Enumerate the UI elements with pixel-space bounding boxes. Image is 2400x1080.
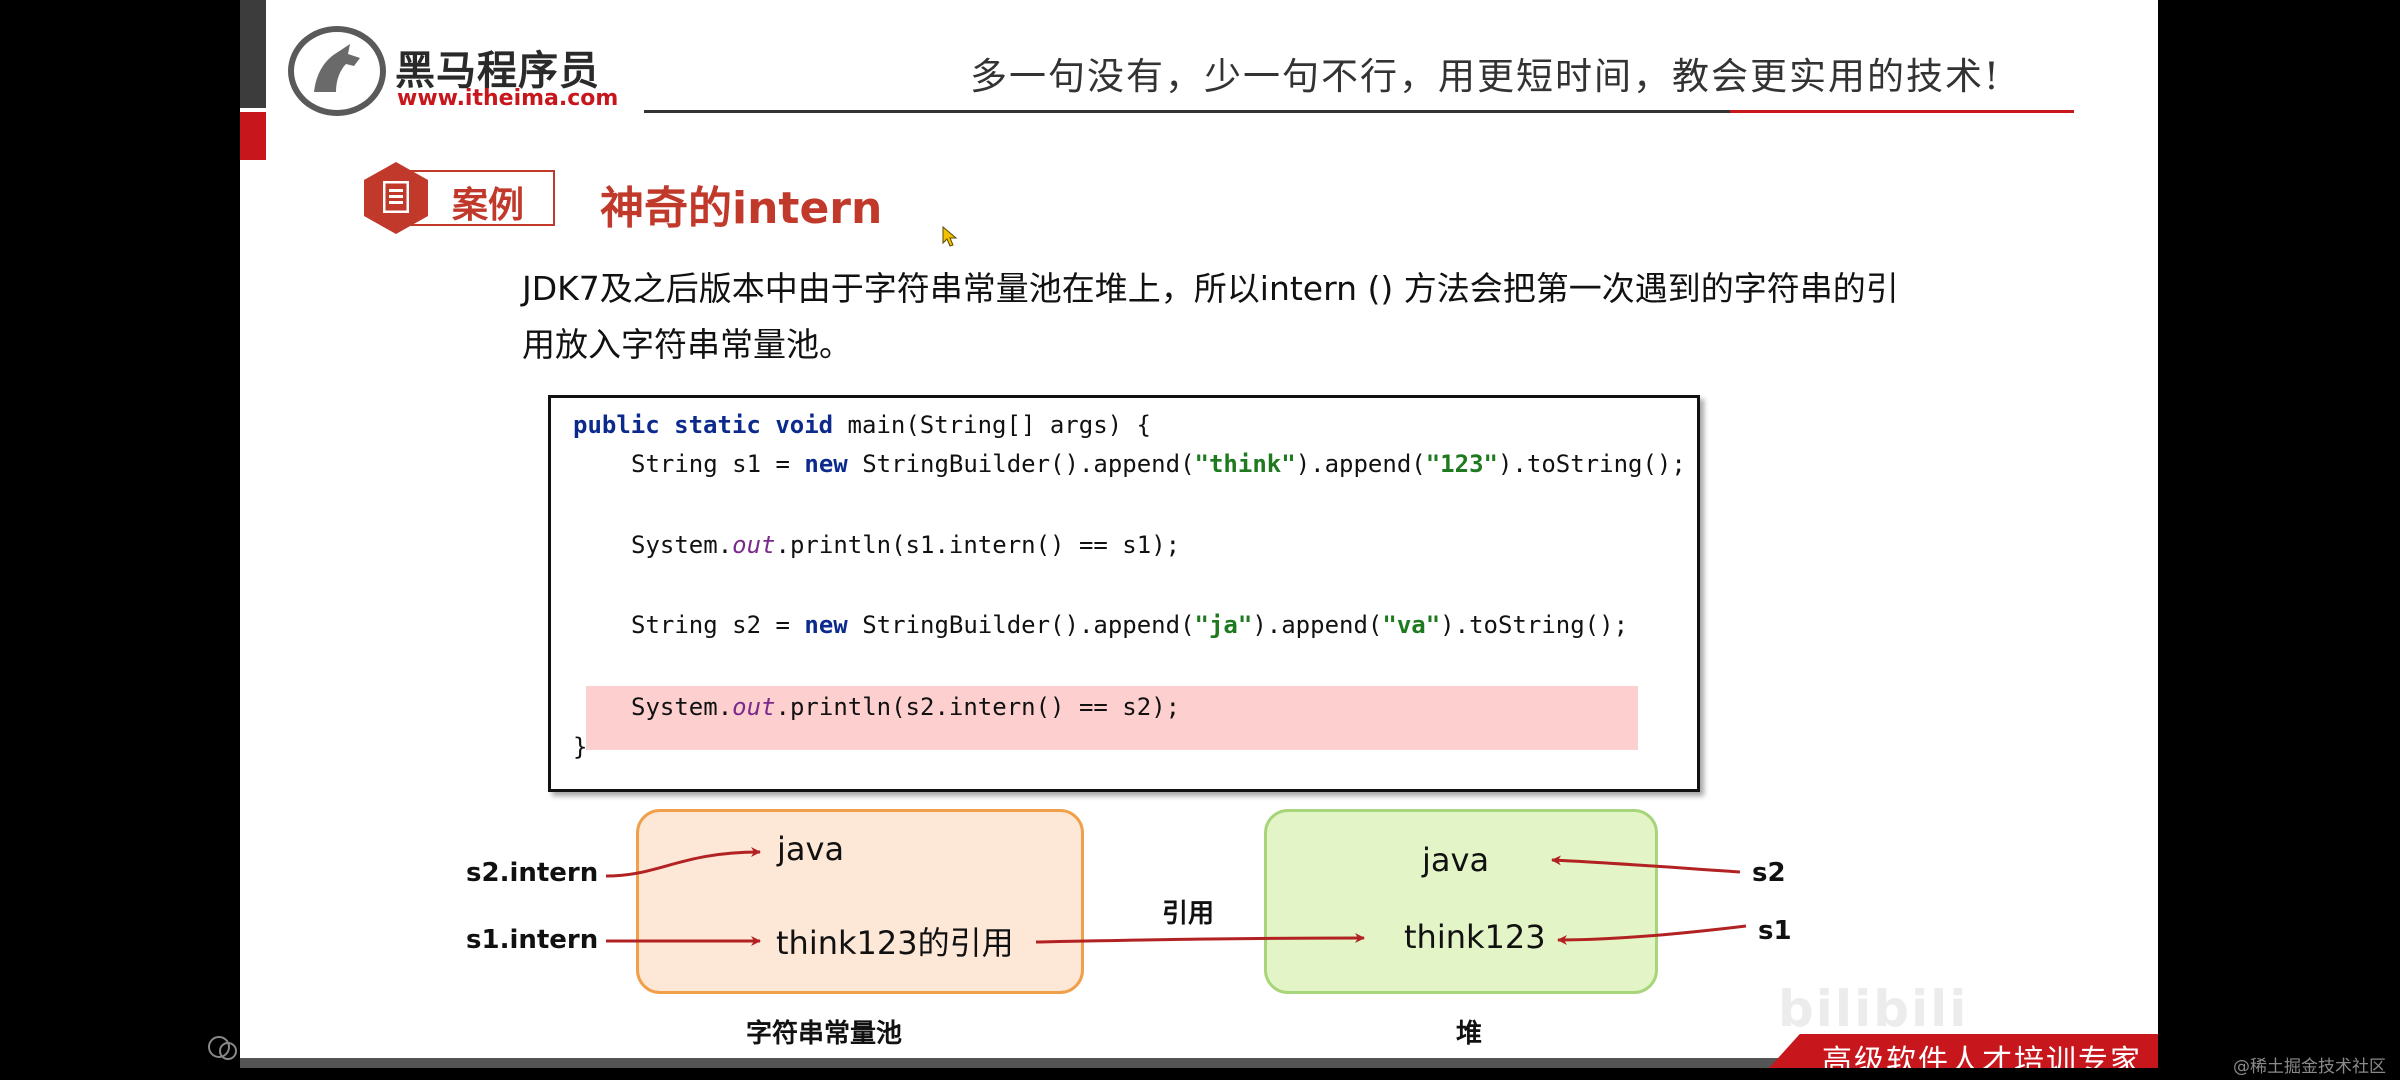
code-keyword: new	[804, 611, 848, 639]
code-keyword: static	[674, 411, 761, 439]
code-field: out	[732, 693, 776, 721]
footer-red-band	[1760, 1034, 2158, 1068]
code-line-4: String s2 = new StringBuilder().append("…	[631, 611, 1628, 639]
code-text: main(String[] args) {	[833, 411, 1151, 439]
case-title: 神奇的intern	[600, 183, 883, 234]
left-accent-red	[240, 112, 266, 160]
heap-box	[1264, 809, 1658, 994]
string-pool-label: 字符串常量池	[746, 1019, 903, 1049]
header-divider-accent	[1730, 110, 2074, 113]
bilibili-watermark: bilibili	[1778, 980, 1969, 1038]
case-label-box	[410, 170, 555, 226]
code-text: StringBuilder().append(	[847, 450, 1195, 478]
s2-label: s2	[1752, 858, 1786, 888]
code-string: "va"	[1382, 611, 1441, 639]
description-line-1: JDK7及之后版本中由于字符串常量池在堆上，所以intern () 方法会把第一…	[522, 269, 1899, 308]
code-keyword: new	[804, 450, 848, 478]
logo-circle	[288, 26, 386, 116]
document-icon	[383, 181, 409, 213]
description-line-2: 用放入字符串常量池。	[522, 325, 852, 364]
code-text: .println(s2.intern() == s2);	[775, 693, 1181, 721]
arrow-s1-to-think	[1557, 924, 1747, 945]
pool-java-text: java	[777, 830, 845, 868]
code-string: "123"	[1425, 450, 1498, 478]
code-text: String s1 =	[631, 450, 805, 478]
heap-label: 堆	[1456, 1019, 1483, 1049]
code-text: StringBuilder().append(	[847, 611, 1195, 639]
arrow-s2intern-to-java	[605, 847, 761, 878]
s2-intern-label: s2.intern	[466, 858, 599, 888]
slide: 黑马程序员 www.itheima.com 多一句没有，少一句不行，用更短时间，…	[240, 0, 2158, 1068]
s1-label: s1	[1758, 916, 1792, 946]
footer-slogan: 高级软件人才培训专家	[1822, 1044, 2142, 1068]
code-field: out	[732, 531, 776, 559]
pool-think-ref-text: think123的引用	[776, 924, 1014, 962]
code-keyword: public	[573, 411, 660, 439]
code-line-5: System.out.println(s2.intern() == s2);	[631, 693, 1180, 721]
comment-icon[interactable]	[206, 1034, 240, 1064]
mouse-cursor-icon	[942, 226, 958, 247]
code-text: ).toString();	[1440, 611, 1629, 639]
arrow-ref-to-heap	[1035, 933, 1365, 944]
code-text: System.	[631, 693, 733, 721]
code-string: "think"	[1194, 450, 1296, 478]
code-text: ).append(	[1295, 450, 1426, 478]
code-highlight	[586, 686, 1638, 750]
footer-bar	[240, 1058, 2158, 1068]
code-keyword: void	[775, 411, 834, 439]
left-accent-bar	[240, 0, 266, 108]
header-divider	[644, 110, 2074, 113]
code-line-3: System.out.println(s1.intern() == s1);	[631, 531, 1180, 559]
code-string: "ja"	[1194, 611, 1253, 639]
code-text: ).append(	[1252, 611, 1383, 639]
code-text: String s2 =	[631, 611, 805, 639]
string-pool-box	[636, 809, 1084, 994]
logo-name: 黑马程序员	[395, 48, 600, 94]
source-credit: @稀土掘金技术社区	[2233, 1057, 2386, 1077]
case-label: 案例	[452, 185, 525, 226]
heap-think-text: think123	[1404, 918, 1546, 956]
diagram-arrows	[605, 847, 1747, 946]
reference-label: 引用	[1162, 899, 1215, 929]
code-line-1: public static void main(String[] args) {	[573, 411, 1151, 439]
code-line-2: String s1 = new StringBuilder().append("…	[631, 450, 1686, 478]
code-text: System.	[631, 531, 733, 559]
header-slogan: 多一句没有，少一句不行，用更短时间，教会更实用的技术!	[970, 55, 2001, 98]
arrow-s2-to-java	[1551, 855, 1741, 874]
horse-logo-icon	[314, 44, 360, 92]
s1-intern-label: s1.intern	[466, 925, 599, 955]
heap-java-text: java	[1422, 841, 1490, 879]
logo-url: www.itheima.com	[397, 86, 619, 111]
code-text: ).toString();	[1497, 450, 1686, 478]
code-line-6: }	[573, 733, 588, 761]
code-text: .println(s1.intern() == s1);	[775, 531, 1181, 559]
